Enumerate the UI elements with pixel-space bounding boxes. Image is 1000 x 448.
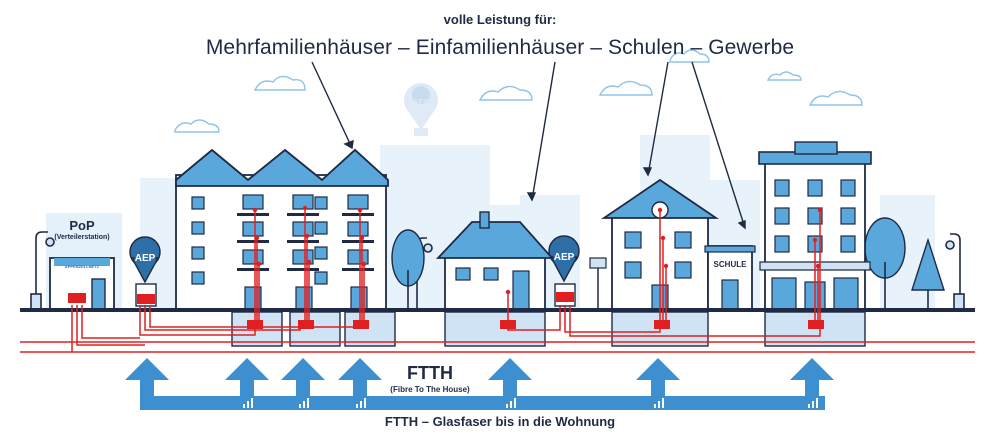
multi-family-houses xyxy=(175,148,389,311)
pop-building xyxy=(46,213,122,310)
pop-logo-text: APPENZELLNETZ xyxy=(64,264,100,269)
pop-title: PoP xyxy=(69,218,95,233)
single-family-house xyxy=(435,211,555,311)
aep-balloon-icon xyxy=(404,83,438,136)
pointer-arrows xyxy=(311,61,746,230)
trees xyxy=(391,217,945,309)
ground-line xyxy=(20,308,975,312)
basements xyxy=(231,311,866,347)
aep-balloon-label: AEP xyxy=(412,98,430,107)
pop-subtitle: (Verteilerstation) xyxy=(54,234,110,241)
fibre-nodes xyxy=(68,205,824,329)
school-sign: SCHULE xyxy=(713,260,747,269)
ftth-subtitle: (Fibre To The House) xyxy=(390,385,470,394)
aep-label: AEP xyxy=(134,253,156,264)
fibre-lines xyxy=(20,208,975,353)
footer-caption: FTTH – Glasfaser bis in die Wohnung xyxy=(384,414,616,429)
building-types: Mehrfamilienhäuser – Einfamilienhäuser –… xyxy=(205,36,795,59)
ftth-arrows xyxy=(125,358,834,410)
aep-label: AEP xyxy=(553,252,575,263)
ftth-title: FTTH xyxy=(407,363,453,383)
signal-bars xyxy=(243,398,818,408)
heading: volle Leistung für: xyxy=(443,12,557,27)
clouds xyxy=(174,49,863,133)
commercial-building xyxy=(758,141,872,311)
